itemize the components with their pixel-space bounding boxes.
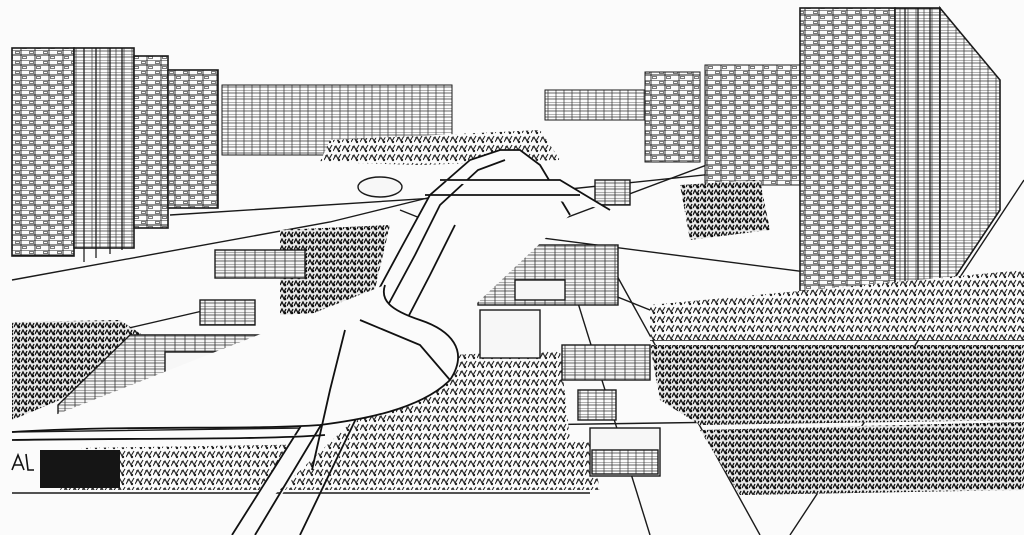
left-tower-blocks xyxy=(11,47,219,262)
elevated-motorway xyxy=(11,149,611,535)
artist-signature xyxy=(11,452,34,471)
right-tower-block xyxy=(799,5,1001,309)
distant-slab-buildings xyxy=(221,64,801,186)
